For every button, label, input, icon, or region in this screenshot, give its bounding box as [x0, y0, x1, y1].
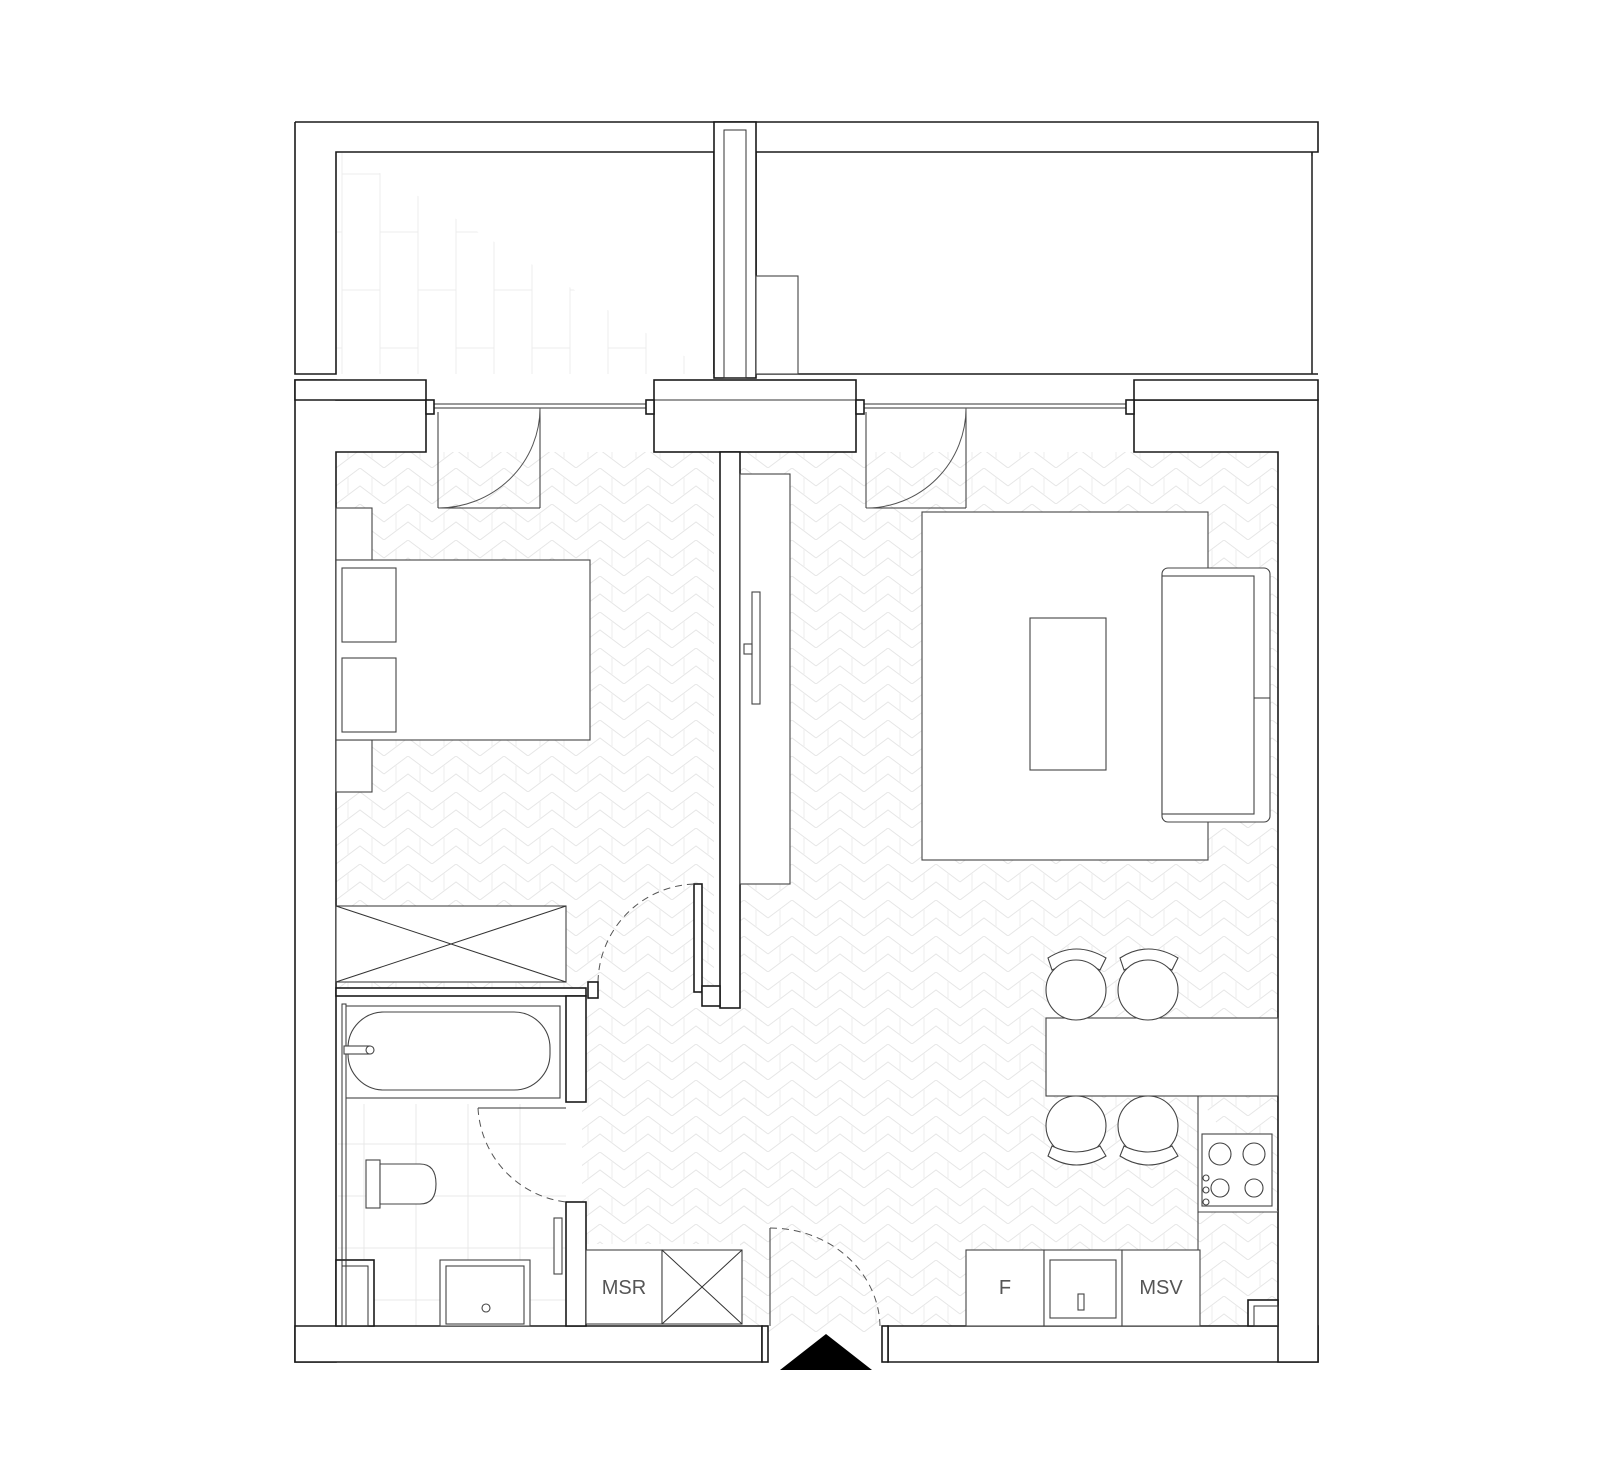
bedroom-partition-wall — [719, 451, 741, 1009]
fridge: F — [965, 1249, 1045, 1327]
closet — [335, 905, 567, 983]
sink — [1043, 1249, 1123, 1327]
bottom-wall-right — [887, 1325, 1319, 1363]
bedroom-balcony-door[interactable] — [437, 407, 541, 509]
cooktop — [1201, 1133, 1273, 1207]
tv — [743, 591, 761, 705]
burner-4 — [1244, 1178, 1264, 1198]
entrance-door[interactable] — [761, 1227, 889, 1370]
hall-floor — [582, 988, 762, 1244]
bathroom-walls — [335, 987, 587, 1327]
msv-cabinet: MSV — [1121, 1249, 1201, 1327]
living-balcony-door[interactable] — [865, 407, 967, 509]
coffee-table — [1029, 617, 1107, 771]
entrance-arrow-icon — [780, 1334, 872, 1370]
chair-bottom-left — [1045, 1095, 1107, 1166]
burner-2 — [1242, 1142, 1266, 1166]
toilet — [365, 1159, 437, 1209]
top-wall-left — [294, 379, 427, 401]
balcony-divider-inner — [723, 129, 747, 379]
chair-top-left — [1045, 948, 1107, 1021]
bathtub — [343, 1005, 561, 1099]
top-wall-center — [653, 379, 857, 453]
pillow-bottom — [341, 657, 397, 733]
nightstand-bottom — [335, 739, 373, 793]
msr-label: MSR — [602, 1277, 646, 1299]
fridge-label: F — [999, 1277, 1011, 1299]
bed — [335, 507, 591, 793]
dining-counter — [1045, 1017, 1279, 1097]
balcony-storage — [755, 275, 799, 375]
nightstand-top — [335, 507, 373, 561]
burner-3 — [1210, 1178, 1230, 1198]
chair-top-right — [1117, 948, 1179, 1021]
balcony — [294, 121, 1319, 379]
pillow-top — [341, 567, 397, 643]
wardrobe — [739, 473, 791, 885]
chair-bottom-right — [1117, 1095, 1179, 1166]
exterior-walls — [294, 379, 1319, 1363]
bedroom-door[interactable] — [587, 883, 721, 1007]
bathroom-door[interactable] — [477, 1107, 567, 1275]
top-wall-right — [1133, 379, 1319, 401]
shower-tray — [439, 1259, 531, 1327]
duct-corner — [1247, 1299, 1279, 1327]
sofa — [1161, 567, 1271, 823]
msr-cabinet: MSR — [585, 1249, 743, 1325]
msv-label: MSV — [1139, 1277, 1183, 1299]
burner-1 — [1208, 1142, 1232, 1166]
balcony-divider-wall — [713, 121, 757, 379]
bottom-wall-left — [294, 1325, 763, 1363]
